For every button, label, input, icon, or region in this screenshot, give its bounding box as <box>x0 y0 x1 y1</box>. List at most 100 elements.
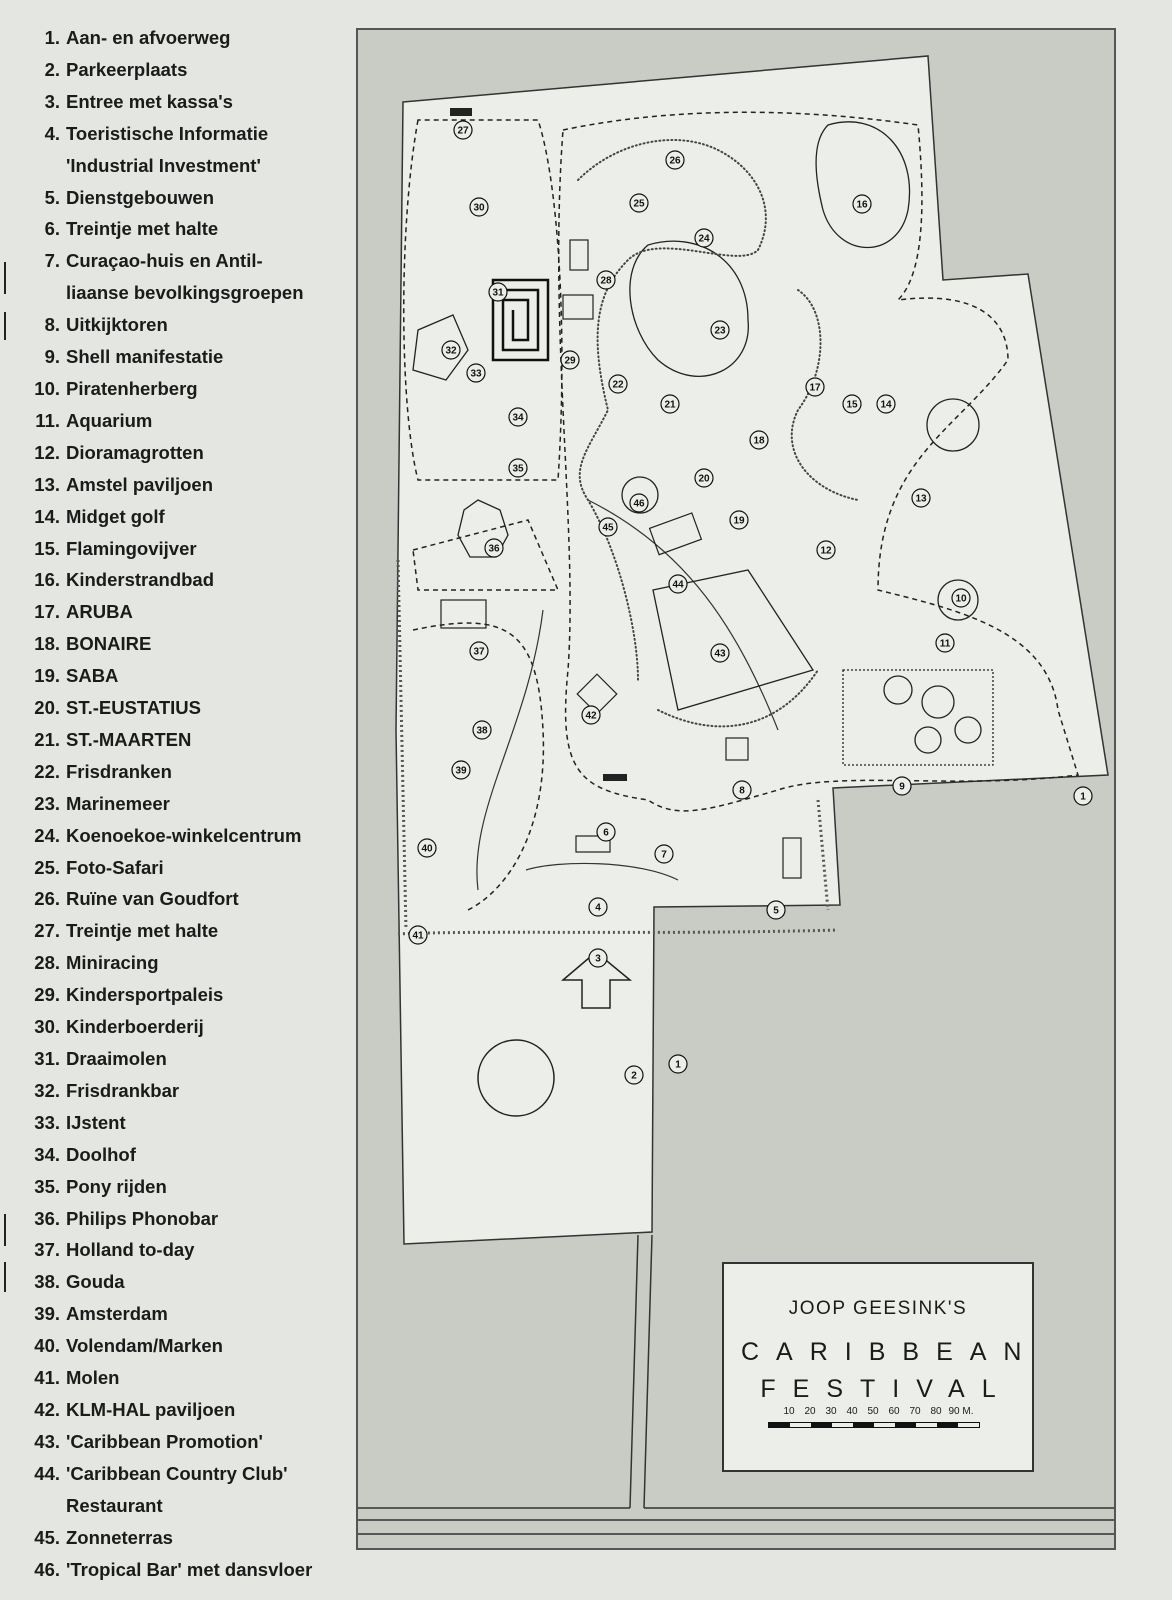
map-marker-circle <box>472 720 492 740</box>
legend-number: 42. <box>34 1398 60 1420</box>
legend-number: 11. <box>35 409 60 431</box>
map-marker-circle <box>508 458 528 478</box>
legend-item: 32.Frisdrankbar <box>22 1075 352 1107</box>
pavilion-amstel <box>926 398 980 452</box>
legend-label: SABA <box>66 665 119 687</box>
legend-label: Treintje met halte <box>66 920 219 942</box>
map-marker-label: 18 <box>753 436 765 447</box>
legend-item: 5.Dienstgebouwen <box>22 182 352 214</box>
legend-label: ST.-MAARTEN <box>66 728 192 750</box>
legend-number: 44. <box>34 1462 60 1484</box>
legend-number: 46. <box>34 1558 60 1580</box>
scale-label: 50 <box>867 1406 879 1417</box>
legend-number: 13. <box>34 473 60 495</box>
map-marker-label: 19 <box>733 516 745 527</box>
legend-number: 5. <box>44 186 60 208</box>
legend-label: Treintje met halte <box>66 218 219 240</box>
legend-number: 27. <box>34 920 60 942</box>
map-marker-label: 25 <box>633 199 645 210</box>
legend-item: 4.Toeristische Informatie <box>22 118 352 150</box>
legend-item: 25.Foto-Safari <box>22 852 352 884</box>
legend-number: 25. <box>34 856 60 878</box>
legend-item: 3.Entree met kassa's <box>22 86 352 118</box>
legend-number: 2. <box>44 58 60 80</box>
legend-label: Zonneterras <box>66 1526 173 1548</box>
map-marker-label: 27 <box>457 126 469 137</box>
footpath <box>476 609 544 891</box>
legend-item: 27. Treintje met halte <box>22 915 352 947</box>
legend-item: 2.Parkeerplaats <box>22 54 352 86</box>
train-track <box>412 622 545 911</box>
legend-item: 6.Treintje met halte <box>22 213 352 245</box>
map-marker-circle <box>660 394 680 414</box>
legend-label: Gouda <box>66 1271 125 1293</box>
legend-number: 45. <box>34 1526 60 1548</box>
map-marker-circle <box>694 228 714 248</box>
building-miniracing <box>569 239 589 271</box>
legend-item: 44.'Caribbean Country Club' <box>22 1458 352 1490</box>
map-marker-label: 32 <box>445 346 457 357</box>
map-marker-circle <box>710 643 730 663</box>
legend-item: 29.Kindersportpaleis <box>22 979 352 1011</box>
map-marker-circle <box>694 468 714 488</box>
map-marker-label: 14 <box>880 400 892 411</box>
legend-label: Pony rijden <box>66 1175 167 1197</box>
map-marker-circle <box>1073 786 1093 806</box>
map-marker-label: 30 <box>473 203 485 214</box>
legend-label: 'Tropical Bar' met dansvloer <box>66 1558 313 1580</box>
legend-label: Ruïne van Goudfort <box>66 888 239 910</box>
legend-item: 39.Amsterdam <box>22 1298 352 1330</box>
map-marker-label: 34 <box>512 413 524 424</box>
building-info <box>575 835 611 853</box>
legend-label: IJstent <box>66 1111 126 1133</box>
legend-number: 26. <box>34 888 60 910</box>
scale-label: 60 <box>888 1406 900 1417</box>
map-marker-label: 1 <box>1080 792 1086 803</box>
map-marker-label: 42 <box>585 711 597 722</box>
map-marker-circle <box>749 430 769 450</box>
legend-label: Philips Phonobar <box>66 1207 219 1229</box>
map-marker-circle <box>842 394 862 414</box>
map-marker-label: 37 <box>473 647 485 658</box>
map-marker-circle <box>729 510 749 530</box>
map-marker-label: 20 <box>698 474 710 485</box>
legend-item: 40.Volendam/Marken <box>22 1330 352 1362</box>
building-kindersportpaleis <box>562 294 594 320</box>
legend-item: 9.Shell manifestatie <box>22 341 352 373</box>
map-marker-label: 2 <box>631 1071 637 1082</box>
map-marker-circle <box>484 538 504 558</box>
legend-item: 26. Ruïne van Goudfort <box>22 883 352 915</box>
legend-number: 38. <box>34 1271 60 1293</box>
legend-number: 35. <box>34 1175 60 1197</box>
map-marker-label: 7 <box>661 850 667 861</box>
legend-item: 45. Zonneterras <box>22 1522 352 1554</box>
map-marker-label: 24 <box>698 234 710 245</box>
map-marker-label: 41 <box>412 931 424 942</box>
title-line-2: FESTIVAL <box>760 1375 1013 1403</box>
legend-number: 19. <box>34 665 60 687</box>
legend-label: 'Caribbean Promotion' <box>66 1430 263 1452</box>
legend-item: 16.Kinderstrandbad <box>22 564 352 596</box>
planting-area <box>790 289 859 501</box>
map-marker-label: 35 <box>512 464 524 475</box>
legend-item: 34.Doolhof <box>22 1139 352 1171</box>
map-marker-circle <box>668 1054 688 1074</box>
legend-label: Aquarium <box>66 409 153 431</box>
shell-pavilion <box>921 685 955 719</box>
legend-label: BONAIRE <box>66 633 152 655</box>
legend-number: 33. <box>34 1111 60 1133</box>
legend-item-continuation: Restaurant <box>66 1494 163 1516</box>
map-marker-label: 39 <box>455 766 467 777</box>
map-marker-label: 23 <box>714 326 726 337</box>
map-marker-label: 1 <box>675 1060 681 1071</box>
legend-number: 34. <box>34 1143 60 1165</box>
legend-item: 33. IJstent <box>22 1107 352 1139</box>
map-marker-label: 15 <box>846 400 858 411</box>
map-marker-circle <box>598 517 618 537</box>
map-marker-circle <box>488 282 508 302</box>
legend-label: Flamingovijver <box>66 537 197 559</box>
legend-number: 3. <box>44 90 60 112</box>
map-marker-circle <box>951 588 971 608</box>
